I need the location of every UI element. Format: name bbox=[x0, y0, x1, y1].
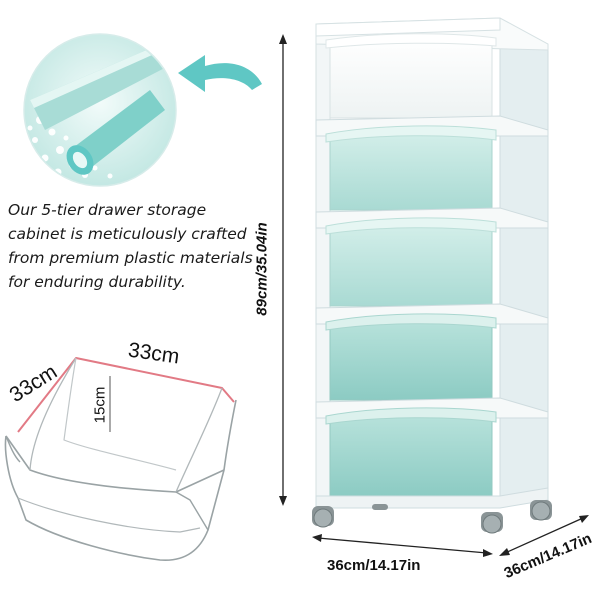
product-description: Our 5-tier drawer storage cabinet is met… bbox=[8, 198, 258, 294]
drawer-2 bbox=[325, 125, 497, 211]
height-dimension-label: 89cm/35.04in bbox=[253, 222, 271, 316]
description-line-2: cabinet is meticulously crafted bbox=[8, 225, 247, 243]
drawer-4 bbox=[325, 313, 497, 401]
description-line-4: for enduring durability. bbox=[8, 273, 186, 291]
drawer-5 bbox=[325, 407, 497, 497]
caster-wheels bbox=[312, 500, 552, 534]
basket-height-label: 15cm bbox=[91, 386, 109, 424]
drawer-cabinet bbox=[312, 17, 552, 534]
drawer-3 bbox=[325, 217, 497, 307]
depth-dimension-line bbox=[499, 515, 589, 556]
width-dimension-line bbox=[312, 534, 493, 557]
width-dimension-label: 36cm/14.17in bbox=[327, 557, 421, 574]
height-dimension-line bbox=[279, 34, 287, 506]
drawer-1 bbox=[325, 33, 497, 119]
material-closeup bbox=[23, 33, 177, 187]
basket-drawing bbox=[4, 357, 237, 561]
description-line-1: Our 5-tier drawer storage bbox=[8, 201, 207, 219]
pointer-arrow-icon bbox=[178, 55, 262, 92]
description-line-3: from premium plastic materials bbox=[8, 249, 253, 267]
